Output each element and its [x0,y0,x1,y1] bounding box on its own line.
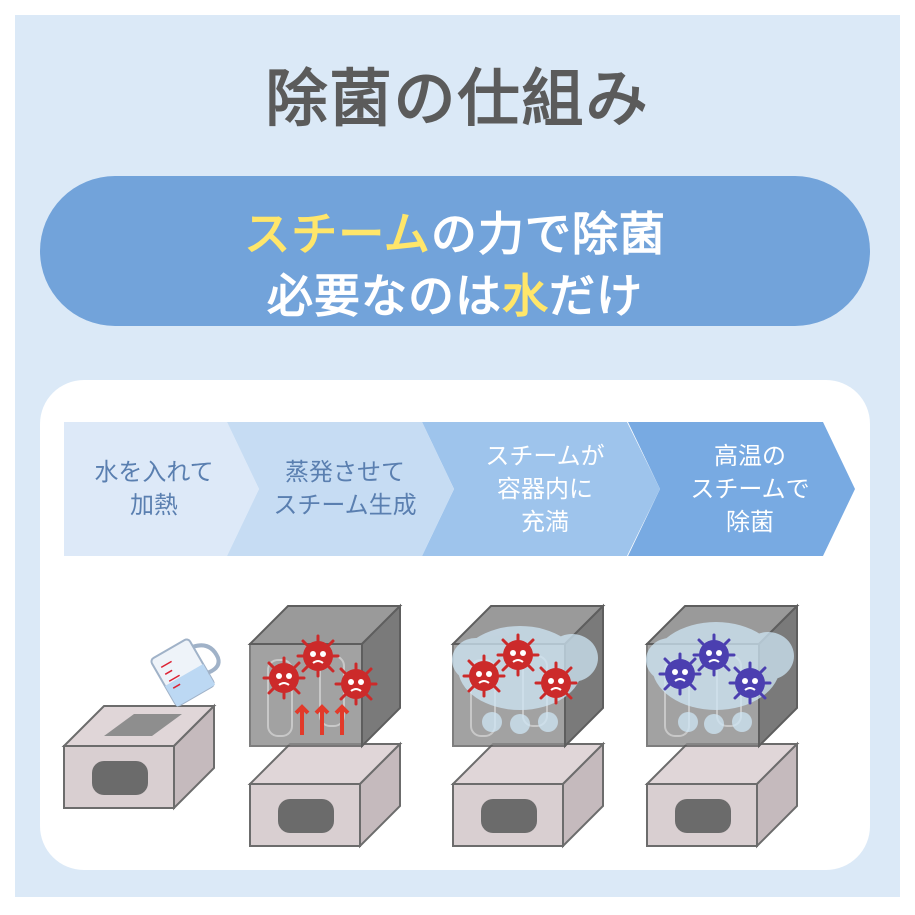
step-4-line-2: スチームで [690,475,810,503]
germ-icon [728,661,772,705]
step-4-line-3: 除菌 [726,508,774,536]
highlight-water: 水 [502,269,549,323]
germ-icon [262,656,306,700]
step-1-line-1: 水を入れて [94,458,214,486]
step-arrow-4 [628,422,855,556]
step-arrow-2 [227,422,454,556]
highlight-steam: スチーム [244,207,431,261]
step-3-text: スチームが 容器内に 充満 [450,440,640,539]
page-title: 除菌の仕組み [265,62,650,135]
step-3-line-1: スチームが [485,442,605,470]
headline-line-2-post: だけ [549,269,643,323]
headline-banner: スチームの力で除菌 必要なのは水だけ [40,176,870,326]
step-2-line-2: スチーム生成 [273,491,417,519]
headline-line-2-pre: 必要なのは [267,269,502,323]
germ-icon [462,654,506,698]
step-2-line-1: 蒸発させて [285,458,405,486]
step-3-line-2: 容器内に [497,475,593,503]
headline-line-2: 必要なのは水だけ [40,260,870,326]
step-2-text: 蒸発させて スチーム生成 [250,456,440,522]
step-1-text: 水を入れて 加熱 [64,456,244,522]
scene-3-steamer-base [452,743,604,847]
headline-line-1-rest: の力で除菌 [430,207,666,261]
germ-icon [692,633,736,677]
heat-arrows [294,704,350,735]
step-arrow-1 [64,422,259,556]
germ-icon [496,633,540,677]
step-4-line-1: 高温の [714,442,786,470]
scene-1-steamer-base [63,705,215,809]
germ-icon [658,652,702,696]
germ-icon [296,634,340,678]
scene-2-steamer-base [249,743,401,847]
step-3-line-3: 充満 [521,508,569,536]
germ-icon [534,661,578,705]
step-1-line-2: 加熱 [130,491,178,519]
headline-line-1: スチームの力で除菌 [40,198,870,264]
germ-icon [334,662,378,706]
measuring-cup-icon [150,638,221,707]
scene-4-steamer-base [646,743,798,847]
step-4-text: 高温の スチームで 除菌 [655,440,845,539]
step-arrow-3 [422,422,660,556]
